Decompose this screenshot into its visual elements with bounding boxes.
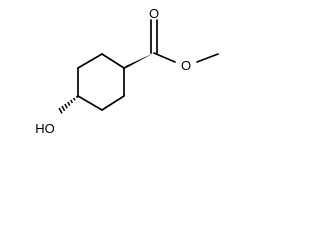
ester-oxygen-label: O [181,58,191,73]
ester-single-bond [153,52,176,63]
structure-drawing: O O HO [35,6,219,136]
hash-bond [58,95,79,114]
ring-bond-1 [101,53,125,69]
ring-bond-4 [77,95,103,111]
hydroxyl-label: HO [35,121,55,136]
ring-bond-5 [101,95,125,111]
carbonyl-oxygen-label: O [149,6,159,21]
cyclohexane-ring [77,53,125,111]
ring-bond-2 [77,53,103,69]
wedge-bond [122,53,154,70]
ester-group: O O [149,6,219,73]
methyl-bond [196,53,219,63]
